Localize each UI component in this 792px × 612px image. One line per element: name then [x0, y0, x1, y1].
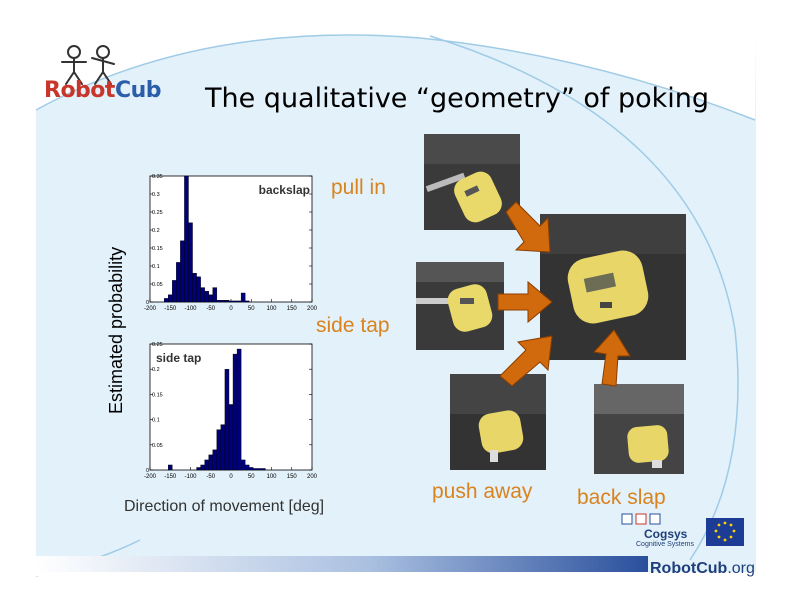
y-tick-label: 0.3	[152, 192, 160, 198]
x-tick-label: 100	[266, 306, 277, 312]
top-swoosh	[36, 35, 756, 120]
y-tick-label: 0.1	[152, 418, 160, 424]
footer-site: RobotCub.org	[650, 560, 755, 578]
y-tick-label: 0.15	[152, 246, 163, 252]
photo-push-away	[450, 374, 546, 470]
photo-side-tap	[416, 262, 504, 350]
x-tick-label: 50	[248, 306, 255, 312]
photo-back-slap	[594, 384, 684, 474]
x-tick-label: -150	[164, 306, 177, 312]
arrow-back-slap-icon	[593, 329, 631, 387]
x-tick-label: -150	[164, 474, 177, 480]
right-swoosh-line	[429, 35, 739, 561]
label-pull-in: pull in	[331, 176, 386, 199]
histogram-bar	[212, 287, 218, 303]
slide-title: The qualitative “geometry” of poking	[205, 83, 710, 114]
histogram-side-tap: 0 0.05 0.1 0.15 0.2 0.25 -200 -150 -100 -50 0 50 100…	[144, 342, 318, 480]
label-back-slap: back slap	[577, 486, 666, 509]
histogram-bar	[188, 222, 193, 303]
footer-site-tld: .org	[727, 560, 755, 577]
cogsys-label: Cogsys	[644, 527, 688, 541]
histogram-title: side tap	[156, 351, 201, 365]
y-tick-label: 0.05	[152, 443, 163, 449]
x-tick-label: -200	[144, 474, 157, 480]
y-tick-label: 0.2	[152, 228, 160, 234]
histogram-bar	[236, 348, 242, 471]
footer-strip	[36, 572, 756, 576]
x-tick-label: 200	[307, 474, 318, 480]
x-tick-label: 0	[229, 474, 233, 480]
histogram-backslap: 0 0.05 0.1 0.15 0.2 0.25 0.3 0.35 -200 -150 -100 -5…	[144, 174, 318, 312]
y-tick-label: 0	[146, 300, 149, 306]
y-tick-label: 0.15	[152, 392, 163, 398]
y-tick-label: 0.35	[152, 174, 163, 180]
y-tick-label: 0.25	[152, 342, 163, 348]
y-tick-label: 0.05	[152, 282, 163, 288]
x-tick-label: -100	[184, 306, 197, 312]
x-tick-label: 0	[229, 306, 233, 312]
y-tick-label: 0.25	[152, 210, 163, 216]
label-side-tap: side tap	[316, 314, 390, 337]
histogram-bar	[240, 292, 246, 303]
photo-pull-in	[424, 134, 520, 230]
x-tick-label: -50	[206, 474, 215, 480]
cogsys-sub-label: Cognitive Systems	[636, 541, 694, 548]
histogram-bar	[244, 300, 250, 303]
x-tick-label: -50	[206, 306, 215, 312]
histogram-title: backslap	[259, 183, 310, 197]
x-axis-label: Direction of movement [deg]	[124, 498, 325, 515]
footer-site-name: RobotCub	[650, 560, 728, 577]
y-tick-label: 0.2	[152, 367, 160, 373]
histogram-bar	[168, 464, 173, 471]
label-push-away: push away	[432, 480, 533, 503]
x-tick-label: 50	[248, 474, 255, 480]
x-tick-label: 150	[287, 474, 298, 480]
robotcub-logo-text: RobotCub	[44, 78, 162, 103]
x-tick-label: -100	[184, 474, 197, 480]
x-tick-label: 150	[287, 306, 298, 312]
cogsys-logo-icon	[621, 513, 633, 525]
top-swoosh-line	[35, 34, 756, 121]
histogram-bar	[261, 468, 266, 471]
arrow-pull-in-icon	[505, 201, 551, 253]
x-tick-label: 200	[307, 306, 318, 312]
y-tick-label: 0.1	[152, 264, 160, 270]
arrow-side-tap-icon	[497, 280, 553, 324]
x-tick-label: -200	[144, 306, 157, 312]
logo-text-robot: Robot	[44, 78, 115, 103]
logo-text-cub: Cub	[114, 78, 162, 103]
x-tick-label: 100	[266, 474, 277, 480]
footer-bar	[36, 556, 648, 572]
arrow-push-away-icon	[499, 335, 553, 387]
y-tick-label: 0	[146, 468, 149, 474]
